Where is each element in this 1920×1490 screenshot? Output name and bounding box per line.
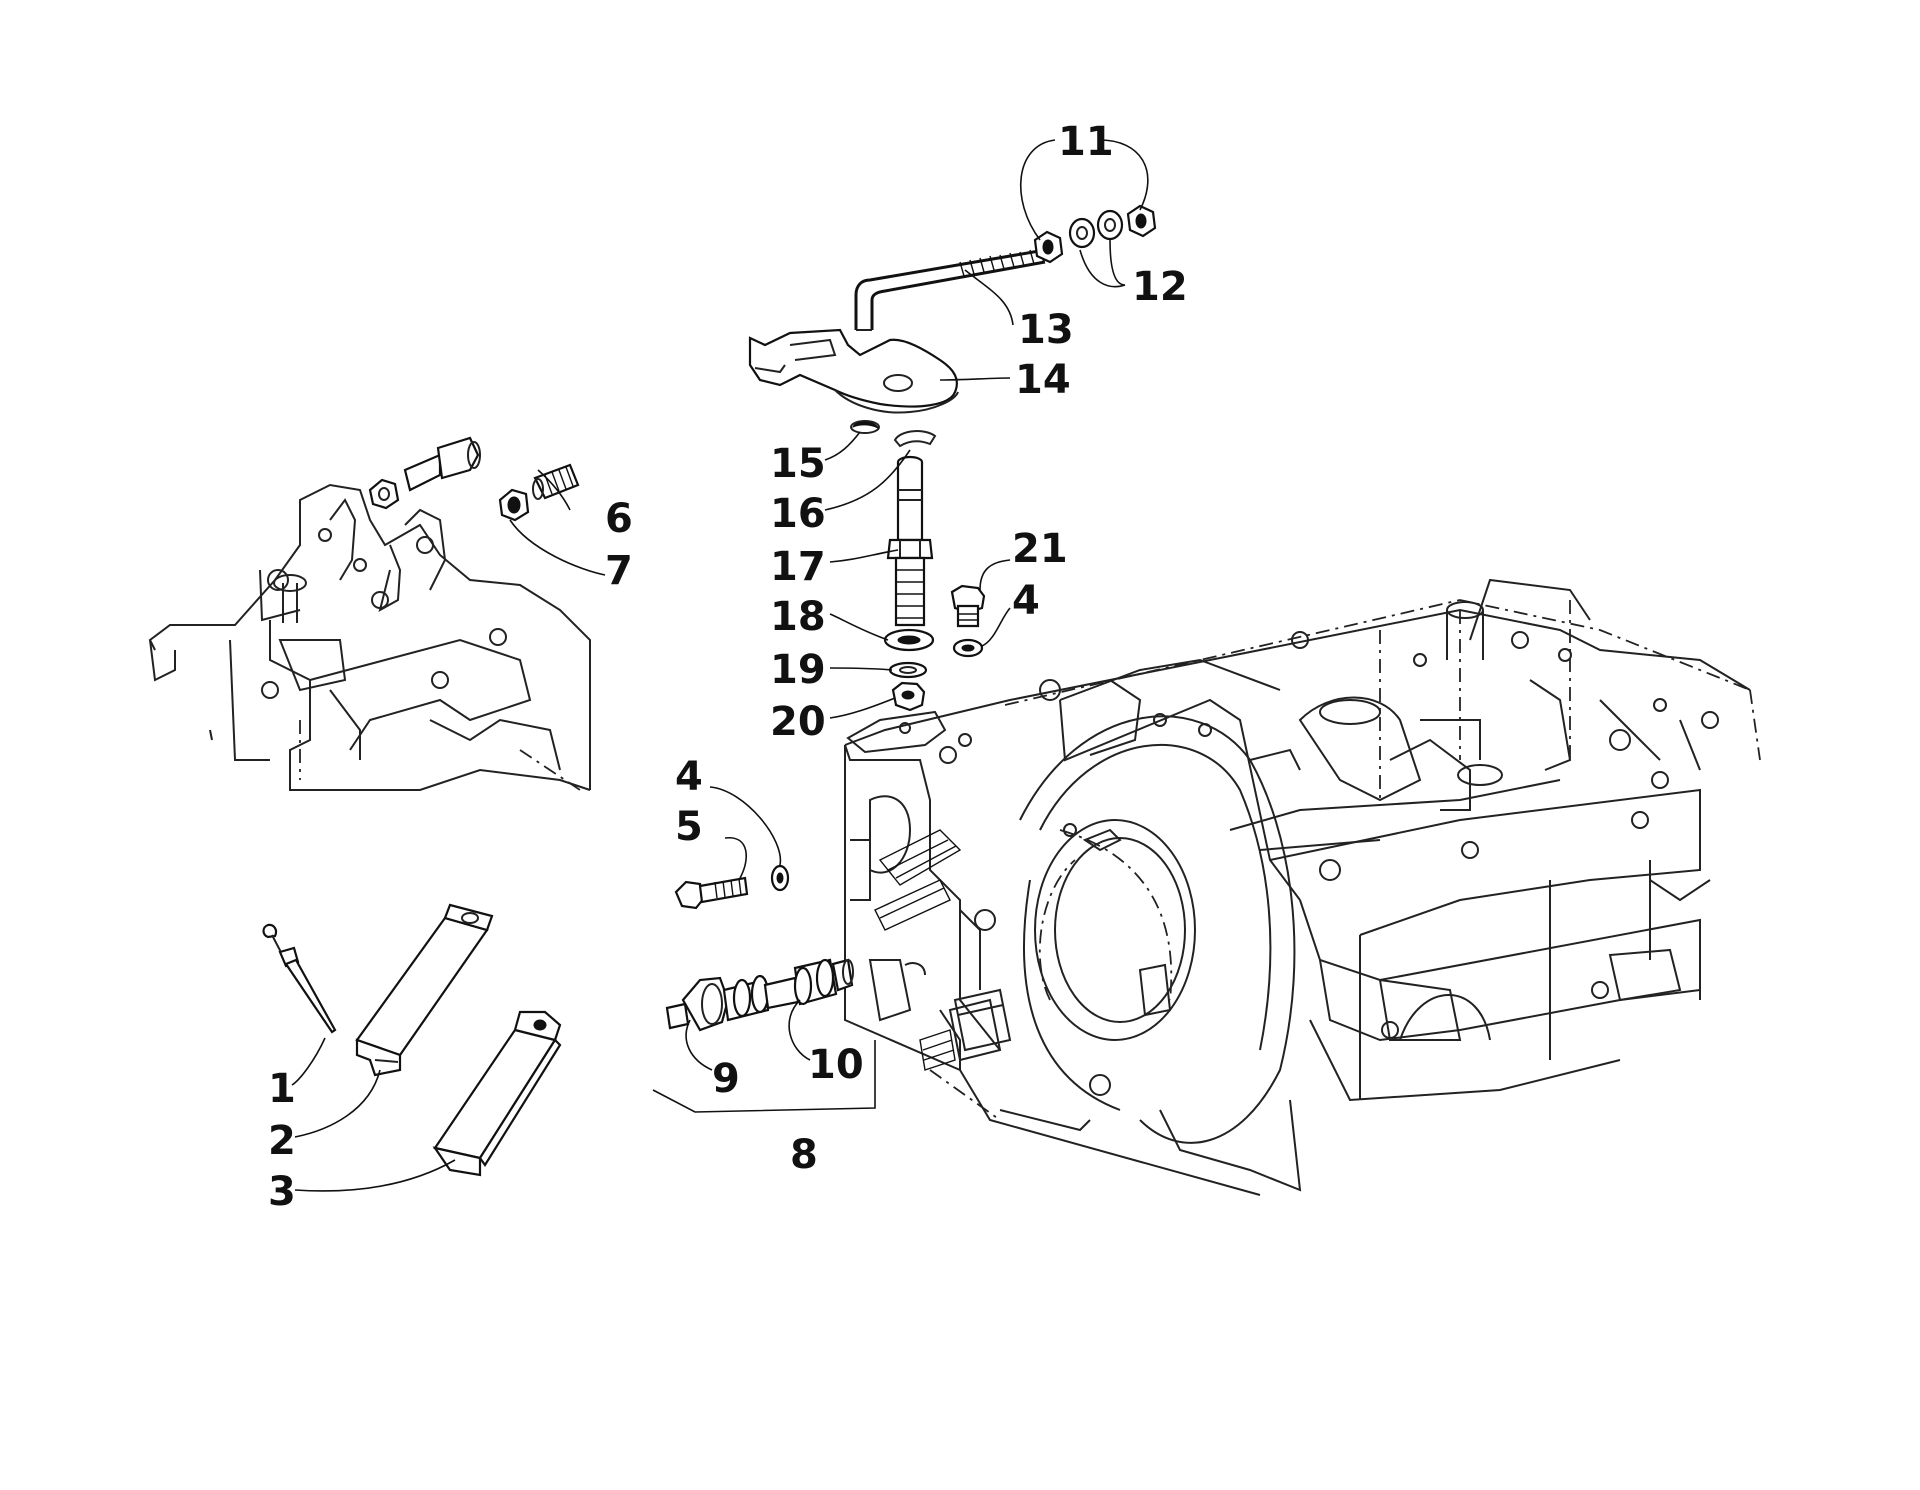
part-12-washer-right — [1096, 209, 1124, 241]
part-17-shaft — [886, 455, 934, 627]
label-part-15: 15 — [770, 441, 826, 487]
part-18-washer — [883, 628, 935, 652]
label-part-2: 2 — [268, 1118, 296, 1164]
part-14-lever-plate — [748, 328, 959, 414]
label-part-21: 21 — [1012, 526, 1068, 572]
label-part-19: 19 — [770, 647, 826, 693]
part-2-cover — [355, 903, 494, 1077]
label-part-8: 8 — [790, 1132, 818, 1178]
actuator-arm-assembly — [748, 248, 1046, 414]
label-part-4-upper: 4 — [1012, 578, 1040, 624]
label-part-14: 14 — [1015, 357, 1071, 403]
label-part-13: 13 — [1018, 307, 1074, 353]
label-part-5: 5 — [675, 804, 703, 850]
part-labels: 11 12 13 14 15 16 17 18 19 20 21 4 6 7 4… — [268, 119, 1188, 1215]
part-10-plug — [763, 958, 854, 1010]
label-part-16: 16 — [770, 491, 826, 537]
part-6-stud — [532, 463, 580, 500]
part-15-clip — [850, 420, 880, 434]
part-13-threaded-rod — [854, 248, 1046, 331]
crankcase-main — [844, 578, 1761, 1196]
label-part-4-lower: 4 — [675, 754, 703, 800]
part-16-retainer — [893, 430, 937, 448]
part-20-nut — [891, 681, 926, 712]
part-4-upper-washer — [952, 638, 984, 658]
part-11-nut-left — [1033, 230, 1064, 264]
nut-upper-unlabeled — [368, 478, 400, 510]
label-part-9: 9 — [712, 1056, 740, 1102]
label-part-11: 11 — [1058, 119, 1114, 165]
label-part-7: 7 — [605, 548, 633, 594]
label-part-1: 1 — [268, 1066, 296, 1112]
part-9-body — [665, 974, 770, 1032]
label-part-6: 6 — [605, 496, 633, 542]
part-4-lower-washer — [770, 864, 790, 892]
part-1-pin — [262, 923, 337, 1034]
label-part-17: 17 — [770, 544, 826, 590]
part-21-bolt — [950, 584, 986, 628]
part-3-bracket — [432, 1010, 562, 1177]
label-part-12: 12 — [1132, 264, 1188, 310]
crankcase-left-fragment — [148, 483, 591, 791]
bolt-upper-unlabeled — [403, 436, 481, 492]
part-7-nut — [498, 488, 530, 522]
shaft-assembly — [850, 420, 937, 712]
part-19-washer — [888, 661, 928, 679]
upper-left-bolt-nut — [368, 436, 580, 522]
part-8-sensor-assembly — [665, 958, 854, 1032]
housing-rib-hatching — [874, 829, 962, 1071]
label-part-10: 10 — [808, 1042, 864, 1088]
part-12-washer-left — [1068, 217, 1096, 249]
leader-lines — [291, 139, 1149, 1192]
part-5-bolt — [674, 876, 749, 910]
label-part-18: 18 — [770, 594, 826, 640]
label-part-3: 3 — [268, 1169, 296, 1215]
parts-11-12-fasteners — [1033, 204, 1157, 264]
part-11-nut-right — [1126, 204, 1157, 238]
label-part-20: 20 — [770, 699, 826, 745]
